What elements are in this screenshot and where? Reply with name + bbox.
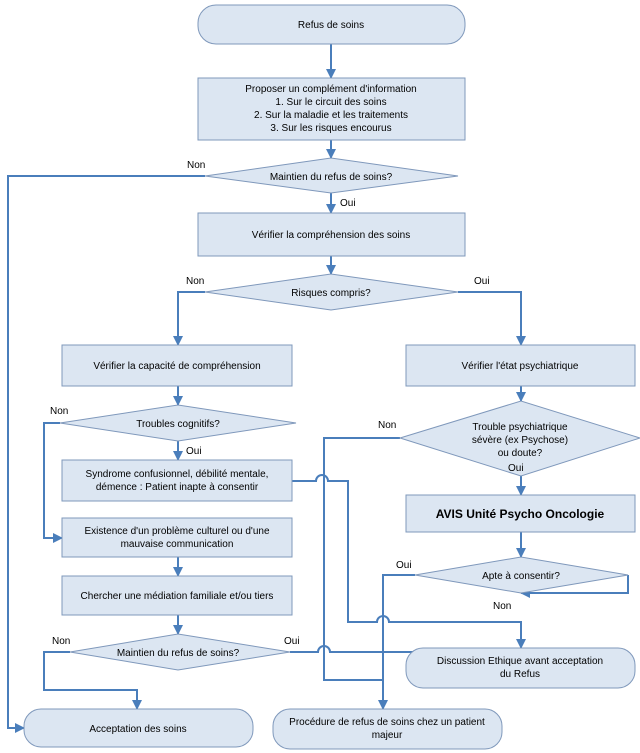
edge-trouble-psy-non — [323, 437, 400, 710]
node-verifier-comprehension: Vérifier la compréhension des soins — [197, 212, 466, 257]
label-non-maintien1: Non — [187, 160, 205, 171]
node-maintien-refus-2: Maintien du refus de soins? — [69, 633, 291, 671]
edge-syndrome-procedure — [292, 474, 526, 649]
label-oui-maintien2: Oui — [284, 636, 300, 647]
node-syndrome-line-2: démence : Patient inapte à consentir — [96, 482, 259, 493]
label-oui-apte: Oui — [396, 560, 412, 571]
edge-risques-non — [173, 291, 205, 346]
node-refus-de-soins: Refus de soins — [197, 4, 466, 45]
node-avis-text: AVIS Unité Psycho Oncologie — [436, 507, 605, 521]
node-troubles-cognitifs-text: Troubles cognitifs? — [136, 419, 220, 430]
node-culturel-line-2: mauvaise communication — [121, 539, 234, 550]
label-non-troubles: Non — [50, 406, 68, 417]
node-syndrome-confusionnel: Syndrome confusionnel, débilité mentale,… — [61, 459, 293, 502]
node-risques-compris: Risques compris? — [204, 273, 459, 311]
node-proposer-line-4: 3. Sur les risques encourus — [270, 123, 391, 134]
node-probleme-culturel: Existence d'un problème culturel ou d'un… — [61, 517, 293, 558]
edge-maintien2-non — [43, 651, 142, 710]
node-proposer-line-3: 2. Sur la maladie et les traitements — [254, 110, 408, 121]
node-culturel-line-1: Existence d'un problème culturel ou d'un… — [84, 526, 269, 537]
node-procedure-refus: Procédure de refus de soins chez un pati… — [272, 708, 503, 750]
node-maintien-refus-1-text: Maintien du refus de soins? — [270, 172, 393, 183]
node-procedure-line-1: Procédure de refus de soins chez un pati… — [289, 717, 485, 728]
node-trouble-psy-line-1: Trouble psychiatrique — [472, 422, 568, 433]
edge-apte-non — [520, 575, 629, 598]
node-procedure-line-2: majeur — [372, 730, 403, 741]
node-apte-consentir: Apte à consentir? — [414, 556, 629, 594]
node-proposer-line-1: Proposer un complément d'information — [245, 84, 416, 95]
node-maintien-refus-1: Maintien du refus de soins? — [204, 157, 459, 194]
node-risques-compris-text: Risques compris? — [291, 288, 371, 299]
node-proposer-line-2: 1. Sur le circuit des soins — [275, 97, 386, 108]
node-syndrome-line-1: Syndrome confusionnel, débilité mentale, — [86, 469, 269, 480]
connectors — [7, 44, 629, 733]
label-non-maintien2: Non — [52, 636, 70, 647]
edge-troubles-non — [43, 422, 63, 543]
node-mediation-text: Chercher une médiation familiale et/ou t… — [81, 591, 274, 602]
node-discussion-ethique: Discussion Ethique avant acceptation du … — [405, 647, 636, 689]
edge-maintien1-non — [7, 175, 205, 733]
node-trouble-psychiatrique: Trouble psychiatrique sévère (ex Psychos… — [398, 400, 640, 477]
node-maintien-refus-2-text: Maintien du refus de soins? — [117, 648, 240, 659]
node-verifier-capacite: Vérifier la capacité de compréhension — [61, 344, 293, 387]
node-acceptation-text: Acceptation des soins — [89, 724, 186, 735]
node-verifier-etat-psychiatrique: Vérifier l'état psychiatrique — [405, 344, 636, 387]
label-non-trouble-psy: Non — [378, 420, 396, 431]
node-discussion-line-1: Discussion Ethique avant acceptation — [437, 656, 603, 667]
label-oui-trouble-psy: Oui — [508, 463, 524, 474]
node-verifier-capacite-text: Vérifier la capacité de compréhension — [93, 361, 260, 372]
node-acceptation-soins: Acceptation des soins — [23, 708, 254, 748]
edge-apte-oui — [382, 574, 415, 680]
node-troubles-cognitifs: Troubles cognitifs? — [59, 404, 297, 442]
node-etat-psy-text: Vérifier l'état psychiatrique — [462, 361, 579, 372]
node-apte-text: Apte à consentir? — [482, 571, 560, 582]
node-discussion-line-2: du Refus — [500, 669, 540, 680]
label-oui-troubles: Oui — [186, 446, 202, 457]
node-proposer-complement: Proposer un complément d'information 1. … — [197, 77, 466, 141]
node-verifier-comprehension-text: Vérifier la compréhension des soins — [252, 230, 410, 241]
node-refus-de-soins-text: Refus de soins — [298, 20, 364, 31]
node-avis-psycho-oncologie: AVIS Unité Psycho Oncologie — [405, 494, 636, 533]
label-oui-maintien1: Oui — [340, 198, 356, 209]
label-oui-risques: Oui — [474, 276, 490, 287]
label-non-apte: Non — [493, 601, 511, 612]
edge-labels: Non Oui Non Oui Non Oui Non Oui Oui Non … — [50, 160, 524, 647]
node-trouble-psy-line-3: ou doute? — [498, 448, 543, 459]
edge-risques-oui — [458, 291, 526, 346]
node-mediation-familiale: Chercher une médiation familiale et/ou t… — [61, 575, 293, 616]
label-non-risques: Non — [186, 276, 204, 287]
node-trouble-psy-line-2: sévère (ex Psychose) — [472, 435, 568, 446]
